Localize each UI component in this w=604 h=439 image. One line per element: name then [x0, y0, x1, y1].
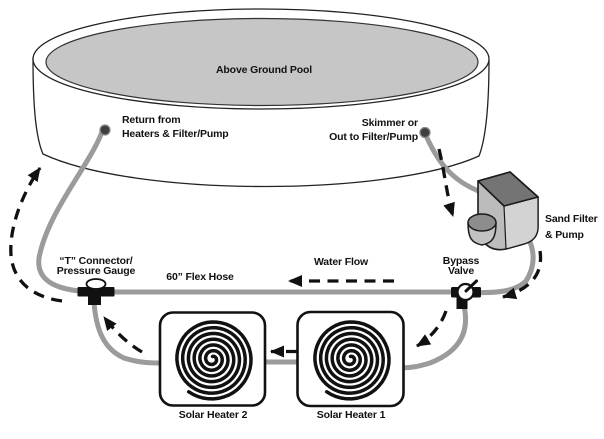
pump-body-top	[477, 171, 539, 207]
flex-hose-label: 60” Flex Hose	[166, 271, 234, 283]
flow-arrow-valve-to-heater1	[416, 310, 448, 348]
tee-connector-icon	[77, 278, 115, 305]
solar-heater-1-coil-icon	[313, 320, 391, 401]
solar-heater-1-label: Solar Heater 1	[316, 409, 386, 421]
flow-arrow-skimmer-to-pump	[437, 148, 455, 217]
skimmer-hose	[421, 128, 484, 195]
flow-arrows	[9, 148, 543, 358]
pressure-gauge-icon	[85, 278, 107, 290]
pool-label: Above Ground Pool	[186, 64, 342, 78]
pool-water-surface	[45, 17, 479, 107]
flow-arrow-pump-to-valve	[502, 250, 543, 300]
bypass-valve-icon	[451, 279, 481, 309]
solar-heater-2-coil-icon	[175, 320, 253, 401]
pool-label-text: Above Ground Pool	[215, 64, 313, 76]
skimmer-label: Skimmer or Out to Filter/Pump	[329, 117, 418, 143]
pump-body-side	[503, 196, 539, 250]
pump-port-cylinder-top	[467, 213, 497, 232]
skimmer-port	[419, 126, 431, 139]
return-port	[99, 124, 111, 136]
flow-arrow-to-pool	[9, 167, 63, 303]
t-connector-label: “T” Connector/ Pressure Gauge	[56, 254, 136, 278]
solar-heater-2-label: Solar Heater 2	[178, 409, 248, 421]
water-flow-label: Water Flow	[313, 256, 369, 268]
heater2-to-tee-hose	[91, 299, 166, 366]
flow-arrow-to-tee	[102, 315, 143, 354]
bypass-valve-label: Bypass Valve	[442, 254, 480, 278]
sand-filter-pump	[467, 171, 539, 251]
return-label: Return from Heaters & Filter/Pump	[122, 114, 229, 140]
valve-to-heater1-hose	[397, 299, 469, 371]
return-hose	[36, 126, 460, 295]
sand-filter-label: Sand Filter & Pump	[545, 213, 598, 242]
